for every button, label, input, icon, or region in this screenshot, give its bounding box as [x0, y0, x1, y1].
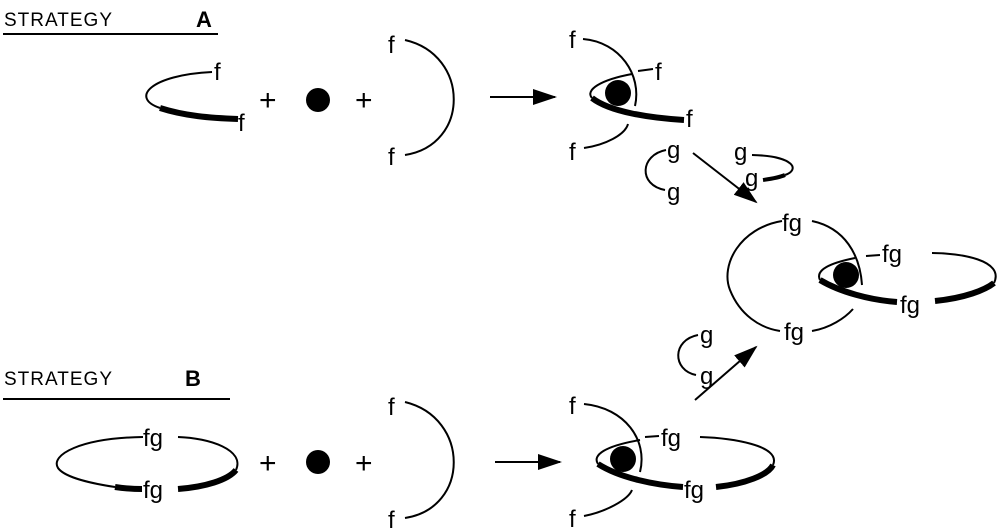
strategy-b-heading: STRATEGY B — [3, 366, 230, 400]
plus-sign: + — [259, 84, 277, 117]
strategy-a-label: STRATEGY — [4, 10, 113, 31]
end-label-g: g — [745, 165, 758, 192]
end-label-g: g — [667, 179, 680, 206]
plus-sign: + — [259, 447, 277, 480]
end-label-fg: fg — [882, 241, 902, 268]
end-label-f: f — [388, 144, 395, 171]
end-label-fg: fg — [143, 477, 163, 504]
end-label-f: f — [655, 59, 662, 86]
catenane-product: fg fg fg fg — [726, 210, 997, 346]
complex-a: f f f f — [569, 27, 693, 166]
end-label-f: f — [388, 32, 395, 59]
end-label-fg: fg — [143, 425, 163, 452]
end-label-fg: fg — [784, 319, 804, 346]
end-label-f: f — [686, 106, 693, 133]
plus-sign: + — [355, 447, 373, 480]
strategy-b-letter: B — [185, 366, 201, 391]
metal-template-dot — [306, 88, 330, 112]
strategy-b-label: STRATEGY — [4, 369, 113, 390]
end-label-f: f — [238, 110, 245, 137]
end-label-g: g — [700, 363, 713, 390]
end-label-f: f — [569, 139, 576, 166]
end-label-f: f — [388, 394, 395, 421]
strategy-a-heading: STRATEGY A — [3, 7, 218, 35]
end-label-f: f — [214, 59, 221, 86]
row-b-arc-linker: f f — [388, 394, 455, 531]
g-loop-a: g g — [734, 139, 794, 192]
metal-template-dot — [306, 450, 330, 474]
end-label-f: f — [388, 507, 395, 531]
end-label-g: g — [700, 322, 713, 349]
row-a-arc-linker: f f — [388, 32, 455, 171]
complex-b: f fg fg f — [569, 393, 776, 531]
g-linker-a: g g — [644, 137, 680, 206]
end-label-f: f — [569, 506, 576, 531]
reaction-arrow — [694, 345, 758, 401]
end-label-fg: fg — [782, 210, 802, 237]
reaction-arrow — [692, 152, 758, 204]
g-linker-b: g g — [677, 322, 713, 390]
end-label-g: g — [734, 139, 747, 166]
row-a-open-loop: f f — [145, 59, 245, 137]
end-label-f: f — [569, 393, 576, 420]
end-label-fg: fg — [661, 425, 681, 452]
row-b-closed-loop: fg fg — [55, 425, 239, 504]
plus-sign: + — [355, 84, 373, 117]
end-label-fg: fg — [684, 477, 704, 504]
end-label-fg: fg — [900, 292, 920, 319]
end-label-f: f — [569, 27, 576, 54]
end-label-g: g — [667, 137, 680, 164]
strategy-a-letter: A — [196, 7, 212, 32]
